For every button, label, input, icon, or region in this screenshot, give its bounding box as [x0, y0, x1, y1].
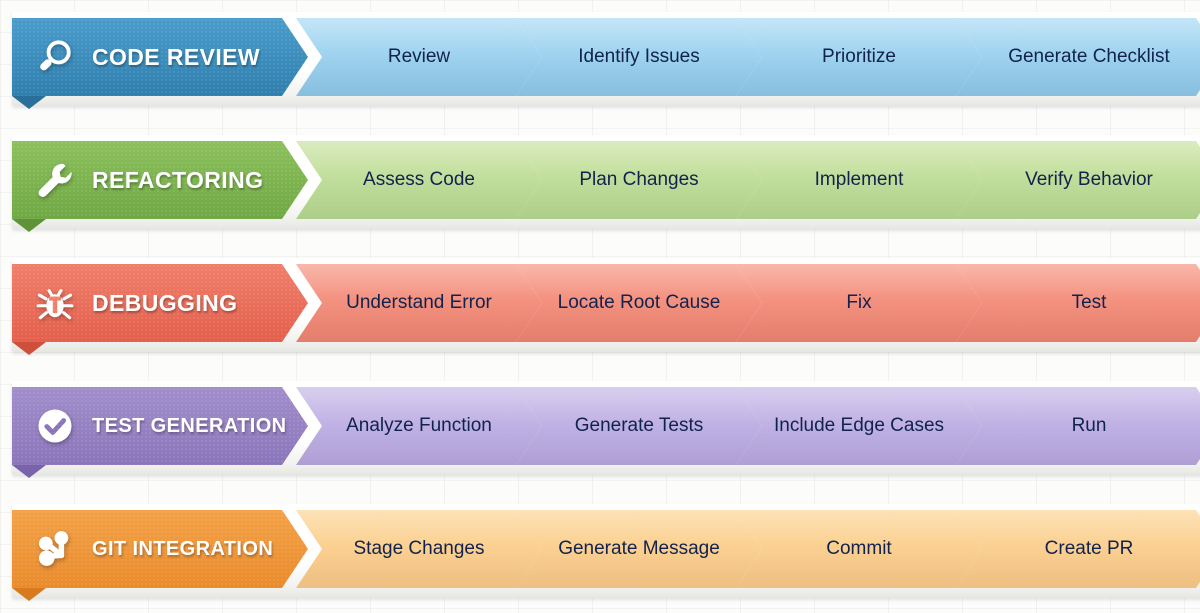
- step-debugging-3[interactable]: Fix: [736, 264, 982, 342]
- step-label: Analyze Function: [346, 415, 492, 436]
- step-label: Understand Error: [346, 292, 492, 313]
- step-label: Generate Tests: [574, 415, 704, 436]
- step-test-generation-3[interactable]: Include Edge Cases: [736, 387, 982, 465]
- row-header-label: REFACTORING: [92, 166, 264, 193]
- step-label: Fix: [846, 292, 872, 313]
- magnifier-icon: [32, 34, 78, 80]
- row-header-code-review[interactable]: CODE REVIEW: [12, 18, 308, 96]
- step-label: Locate Root Cause: [557, 292, 721, 313]
- workflow-row-code-review: Review Identify Issues Prioritize Generate …: [0, 12, 1200, 109]
- step-git-integration-1[interactable]: Stage Changes: [296, 510, 542, 588]
- row-header-refactoring[interactable]: REFACTORING: [12, 141, 308, 219]
- step-label: Review: [387, 46, 451, 67]
- ribbon: Assess Code Plan Changes Implement Verify B…: [0, 141, 1200, 232]
- step-debugging-2[interactable]: Locate Root Cause: [516, 264, 762, 342]
- bug-icon: [32, 280, 78, 326]
- step-label: Implement: [814, 169, 904, 190]
- step-label: Generate Message: [558, 538, 720, 559]
- step-code-review-4[interactable]: Generate Checklist: [956, 18, 1200, 96]
- step-label: Prioritize: [822, 46, 896, 67]
- step-git-integration-3[interactable]: Commit: [736, 510, 982, 588]
- step-label: Create PR: [1044, 538, 1134, 559]
- step-debugging-4[interactable]: Test: [956, 264, 1200, 342]
- row-header-label: CODE REVIEW: [92, 43, 260, 70]
- step-code-review-2[interactable]: Identify Issues: [516, 18, 762, 96]
- step-label: Generate Checklist: [1008, 46, 1170, 67]
- step-label: Verify Behavior: [1025, 169, 1153, 190]
- step-refactoring-1[interactable]: Assess Code: [296, 141, 542, 219]
- step-label: Identify Issues: [578, 46, 700, 67]
- workflow-row-debugging: Understand Error Locate Root Cause Fix Test…: [0, 258, 1200, 355]
- step-test-generation-4[interactable]: Run: [956, 387, 1200, 465]
- check-circle-icon: [32, 403, 78, 449]
- row-header-label: DEBUGGING: [92, 289, 238, 316]
- workflow-row-refactoring: Assess Code Plan Changes Implement Verify B…: [0, 135, 1200, 232]
- ribbon: Review Identify Issues Prioritize Generate …: [0, 18, 1200, 109]
- step-label: Include Edge Cases: [773, 415, 945, 436]
- workflow-row-test-generation: Analyze Function Generate Tests Include Ed…: [0, 381, 1200, 478]
- ribbon: Stage Changes Generate Message Commit Creat…: [0, 510, 1200, 601]
- git-branch-icon: [32, 526, 78, 572]
- ribbon: Analyze Function Generate Tests Include Ed…: [0, 387, 1200, 478]
- step-label: Run: [1071, 415, 1107, 436]
- step-git-integration-2[interactable]: Generate Message: [516, 510, 762, 588]
- row-header-label: TEST GENERATION: [92, 414, 287, 437]
- wrench-icon: [32, 157, 78, 203]
- workflow-row-git-integration: Stage Changes Generate Message Commit Creat…: [0, 504, 1200, 601]
- step-code-review-1[interactable]: Review: [296, 18, 542, 96]
- step-label: Plan Changes: [579, 169, 699, 190]
- step-git-integration-4[interactable]: Create PR: [956, 510, 1200, 588]
- step-test-generation-1[interactable]: Analyze Function: [296, 387, 542, 465]
- step-refactoring-3[interactable]: Implement: [736, 141, 982, 219]
- step-code-review-3[interactable]: Prioritize: [736, 18, 982, 96]
- row-header-test-generation[interactable]: TEST GENERATION: [12, 387, 308, 465]
- step-test-generation-2[interactable]: Generate Tests: [516, 387, 762, 465]
- step-refactoring-2[interactable]: Plan Changes: [516, 141, 762, 219]
- row-header-debugging[interactable]: DEBUGGING: [12, 264, 308, 342]
- row-header-git-integration[interactable]: GIT INTEGRATION: [12, 510, 308, 588]
- step-debugging-1[interactable]: Understand Error: [296, 264, 542, 342]
- step-refactoring-4[interactable]: Verify Behavior: [956, 141, 1200, 219]
- step-label: Test: [1071, 292, 1107, 313]
- ribbon: Understand Error Locate Root Cause Fix Test…: [0, 264, 1200, 355]
- row-header-label: GIT INTEGRATION: [92, 537, 274, 560]
- step-label: Stage Changes: [353, 538, 485, 559]
- step-label: Commit: [826, 538, 892, 559]
- step-label: Assess Code: [363, 169, 475, 190]
